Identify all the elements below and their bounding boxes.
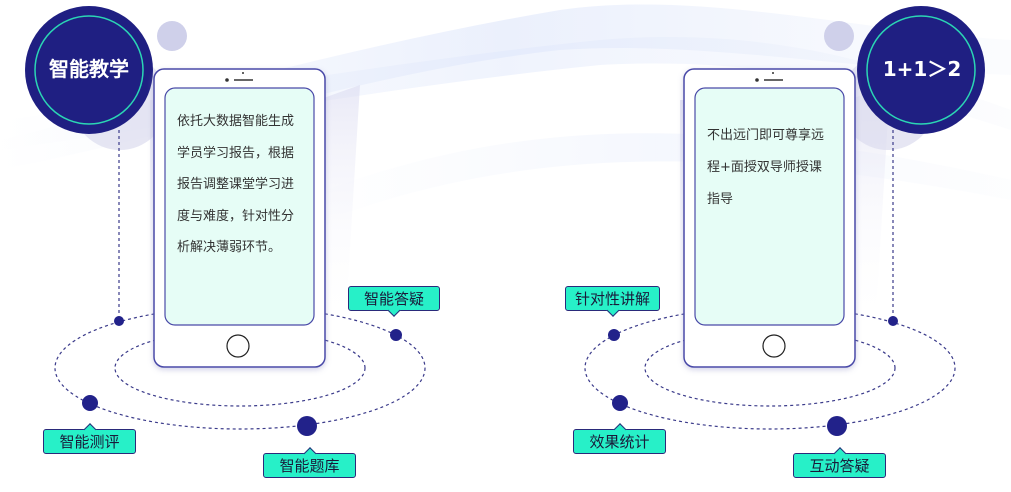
orbit-dot: [888, 316, 898, 326]
badge-ring: [34, 15, 144, 125]
home-button-icon: [226, 334, 250, 358]
badge-ring: [866, 15, 976, 125]
badge-title-right: 1+1＞2: [882, 57, 962, 81]
phone-screen: [164, 87, 315, 326]
orbit-dot: [608, 329, 620, 341]
orbit-dot: [114, 316, 124, 326]
orbit-dot: [390, 329, 402, 341]
orbit-dot: [297, 416, 317, 436]
orbit-inner: [114, 329, 366, 407]
badge-circle: [25, 6, 153, 134]
decor-circle: [824, 21, 854, 51]
tag-effect-statistics: 效果统计: [573, 429, 666, 454]
left-group: [25, 6, 426, 436]
tag-smart-answer: 智能答疑: [348, 286, 440, 311]
tag-smart-assessment: 智能测评: [43, 429, 136, 454]
phone-speaker-icon: [225, 72, 253, 82]
tag-smart-question-bank: 智能题库: [263, 453, 356, 478]
right-group: [584, 6, 985, 436]
tag-targeted-explanation: 针对性讲解: [565, 286, 660, 311]
description-right: 不出远门即可尊享远程+面授双导师授课指导: [707, 128, 825, 207]
orbit-dot: [612, 395, 628, 411]
badge-circle: [857, 6, 985, 134]
decor-circle: [157, 21, 187, 51]
home-button-icon: [762, 334, 786, 358]
orbit-dot: [82, 395, 98, 411]
orbit-inner: [644, 329, 896, 407]
beam: [318, 85, 360, 330]
description-left: 依托大数据智能生成学员学习报告，根据报告调整课堂学习进度与难度，针对性分析解决薄…: [177, 114, 295, 255]
tag-interactive-answer: 互动答疑: [793, 453, 886, 478]
phone-speaker-icon: [755, 72, 783, 82]
badge-title-left: 智能教学: [49, 57, 129, 81]
orbit-outer: [584, 306, 956, 430]
phone-screen: [694, 87, 845, 326]
orbit-dot: [827, 416, 847, 436]
orbit-outer: [54, 306, 426, 430]
